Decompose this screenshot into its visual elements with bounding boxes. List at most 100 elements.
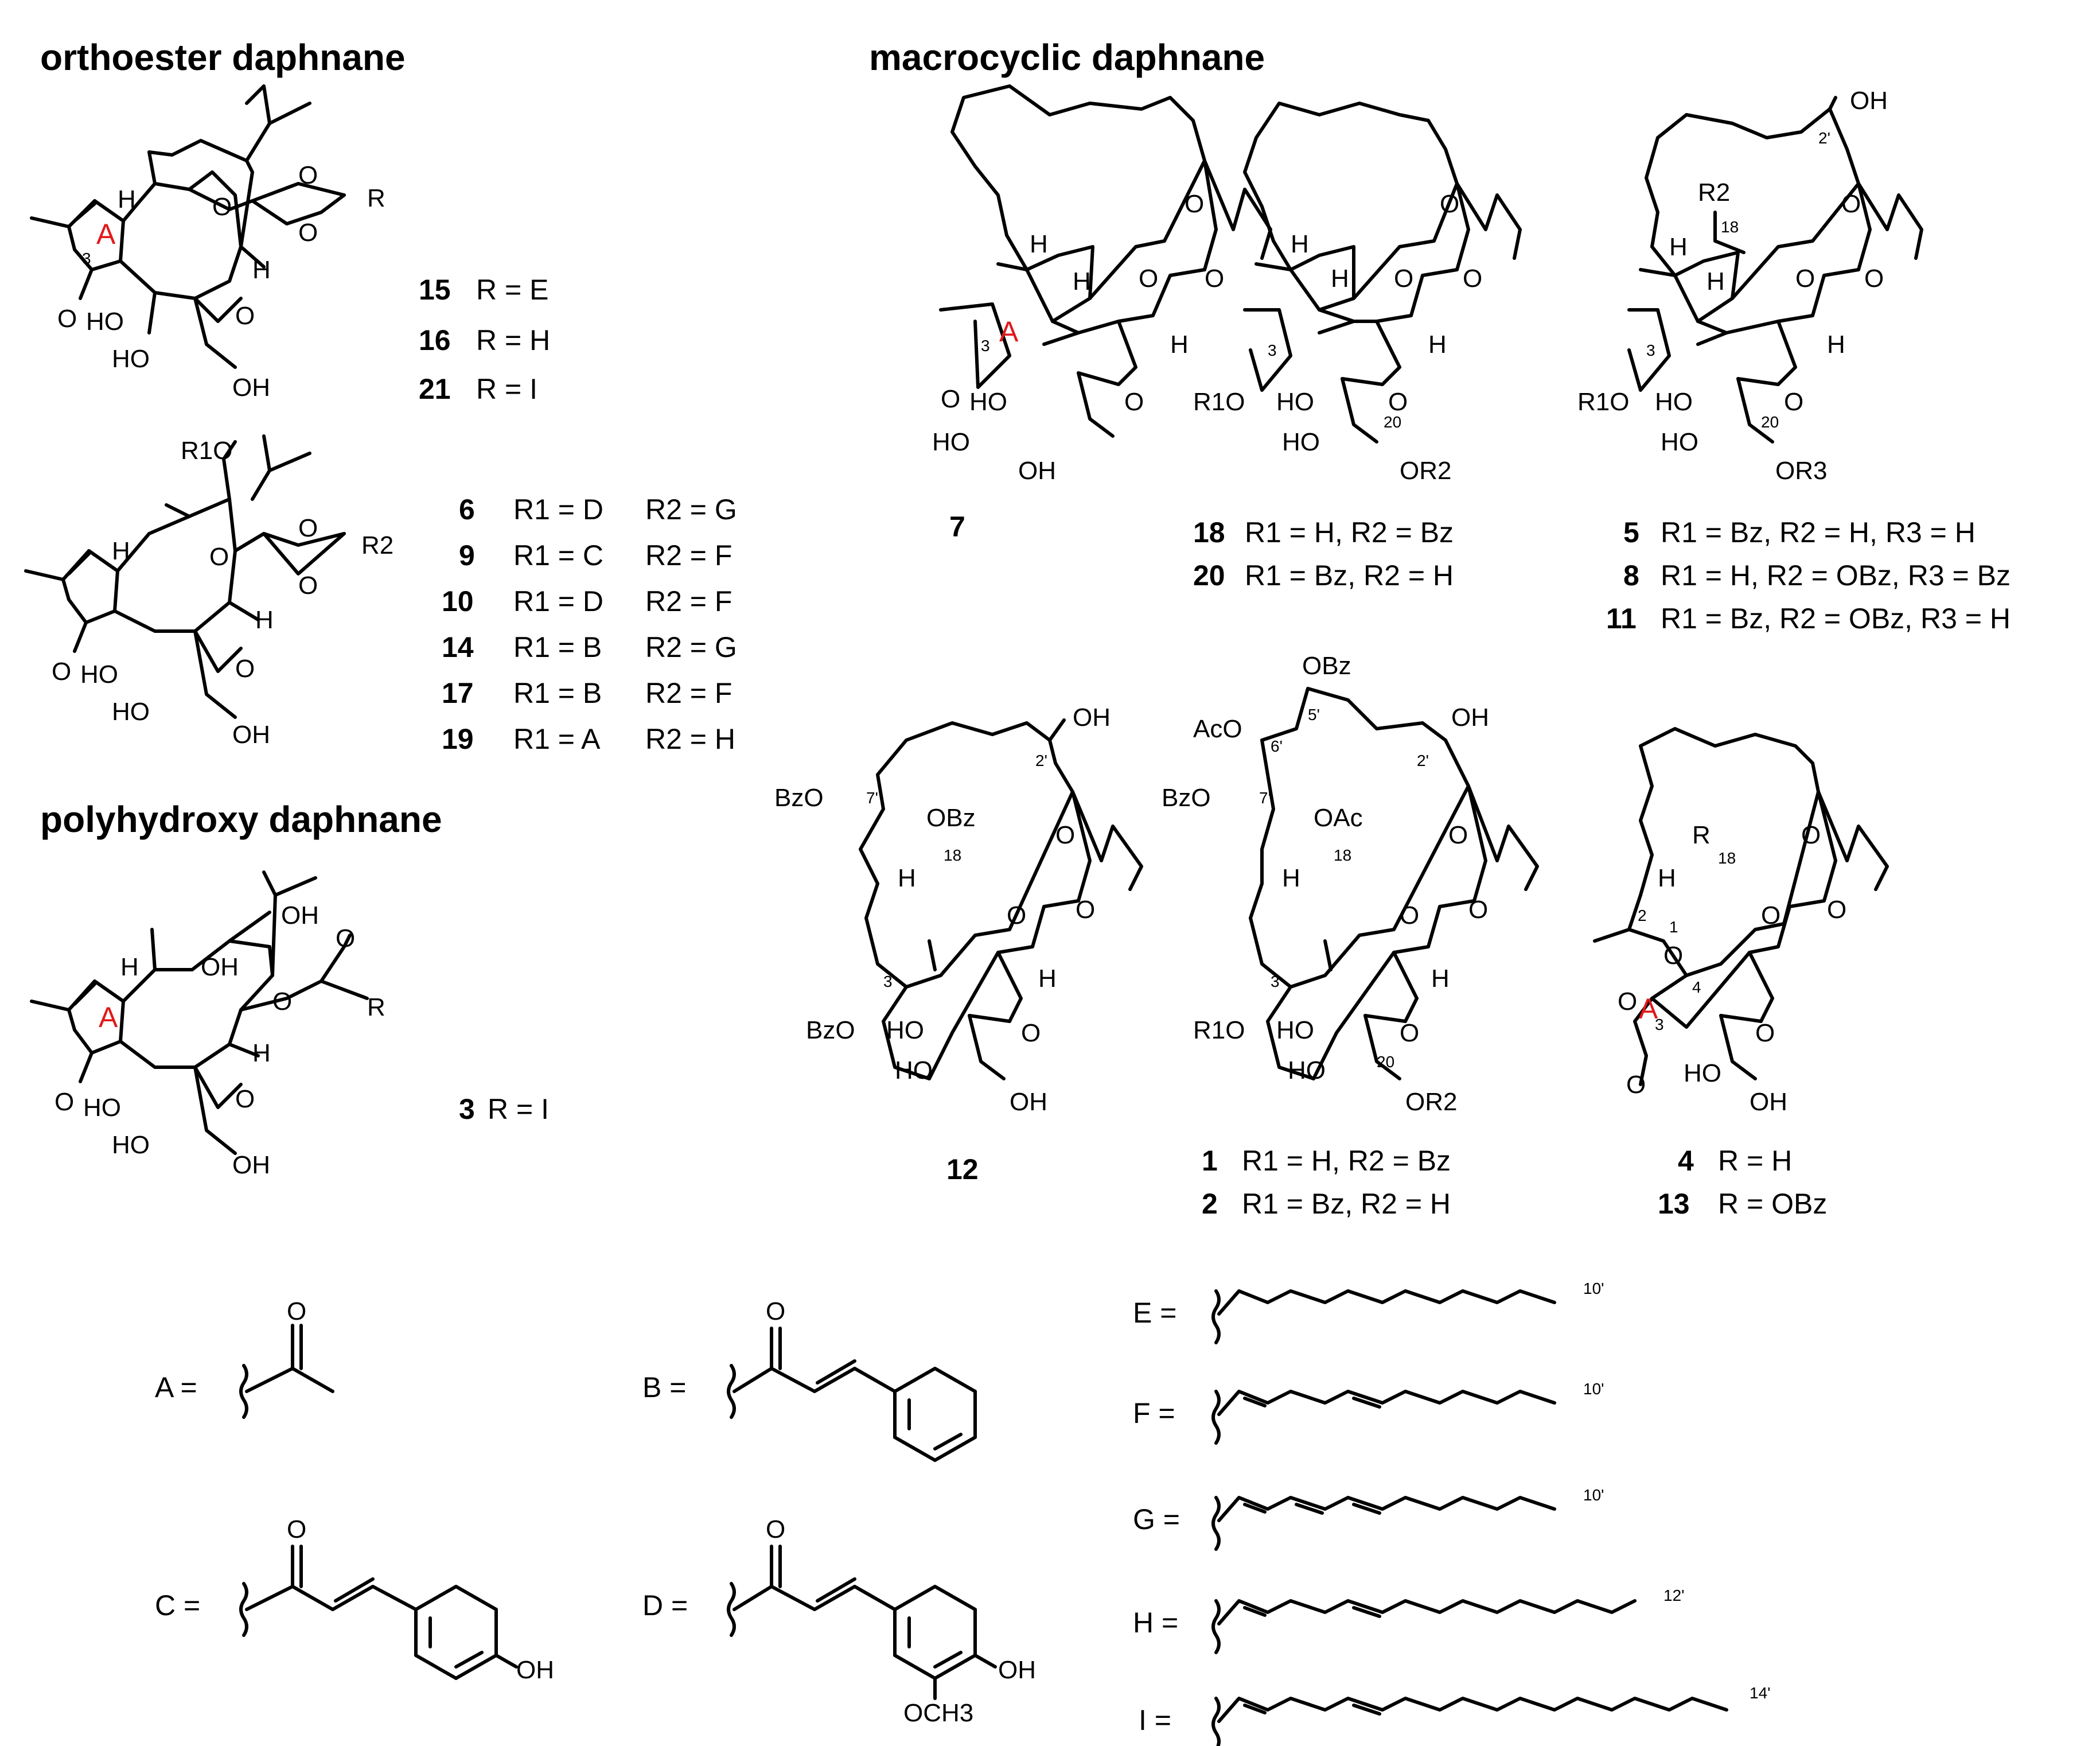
atom-r: R [367, 993, 385, 1021]
position-label-6p: 6' [1271, 737, 1283, 755]
atom-h: H [1291, 230, 1309, 258]
position-label-20: 20 [1377, 1053, 1394, 1071]
atom-o: O [1139, 265, 1158, 293]
atom-ho: HO [112, 345, 150, 373]
atom-o: O [235, 1085, 255, 1113]
chain-end-label: 10' [1583, 1380, 1604, 1398]
atom-aco: AcO [1193, 715, 1242, 743]
substituent-label-i: I = [1139, 1704, 1171, 1736]
atom-r1o: R1O [1577, 388, 1629, 416]
atom-o: O [336, 924, 355, 952]
atom-or2: OR2 [1405, 1088, 1457, 1116]
substituent-label-d: D = [642, 1589, 688, 1621]
atom-ho: HO [1661, 428, 1698, 456]
position-label-3: 3 [1271, 973, 1280, 990]
atom-obz: OBz [926, 804, 976, 832]
atom-or2: OR2 [1400, 457, 1451, 485]
ring-label-a: A [999, 316, 1019, 348]
atom-oh: OH [1010, 1088, 1047, 1116]
substituent-label-b: B = [642, 1371, 686, 1403]
atom-oh: OH [1018, 457, 1056, 485]
atom-or3: OR3 [1775, 457, 1827, 485]
substituent-g: G = 10' [1133, 1486, 1604, 1551]
structure-compound-5-8-11: OH 2' R2 18 H H O O O H 3 20 R1O HO HO O… [1577, 87, 1923, 485]
atom-oh: OH [201, 953, 239, 981]
atom-h: H [1827, 330, 1845, 359]
position-label-3: 3 [883, 973, 893, 990]
structure-compound-7: A 3 H H O O O H O HO HO O OH [932, 84, 1272, 485]
position-label-3: 3 [1268, 341, 1277, 359]
substituent-a: A = O [155, 1297, 334, 1419]
atom-oh: OH [998, 1656, 1036, 1684]
atom-o: O [1021, 1019, 1041, 1047]
substituent-label-f: F = [1133, 1397, 1175, 1429]
atom-oac: OAc [1314, 804, 1363, 832]
atom-o: O [1618, 987, 1637, 1016]
compound-number-7: 7 [949, 511, 965, 543]
atom-oh: OH [232, 1151, 270, 1179]
atom-ho: HO [969, 388, 1007, 416]
compound-number-12: 12 [946, 1153, 979, 1185]
position-label-3: 3 [1646, 341, 1655, 359]
heading-macrocyclic: macrocyclic daphnane [869, 37, 1265, 78]
atom-oh: OH [1073, 703, 1111, 732]
atom-o: O [1448, 821, 1468, 849]
position-label-7p: 7' [1259, 789, 1271, 807]
atom-o: O [941, 385, 960, 413]
substituent-e: E = 10' [1133, 1280, 1604, 1344]
atom-oh: OH [1750, 1088, 1787, 1116]
position-label-2p: 2' [1035, 752, 1047, 769]
atom-h: H [118, 185, 136, 213]
substituent-label-h: H = [1133, 1607, 1178, 1639]
substituent-h: H = 12' [1133, 1586, 1685, 1654]
atom-o: O [1400, 901, 1419, 930]
atom-oh: OH [232, 721, 270, 749]
atom-h: H [1658, 864, 1676, 892]
position-label-18: 18 [1718, 849, 1736, 867]
atom-h: H [252, 1039, 271, 1067]
atom-r2: R2 [1698, 178, 1730, 207]
position-label-3: 3 [1655, 1016, 1664, 1033]
atom-h: H [1282, 864, 1300, 892]
atom-ho: HO [80, 660, 118, 689]
position-label-5p: 5' [1308, 706, 1320, 724]
position-label-20: 20 [1761, 413, 1779, 431]
atom-o: O [1755, 1019, 1775, 1047]
atom-och3: OCH3 [903, 1699, 973, 1727]
atom-o: O [1784, 388, 1803, 416]
ring-label-a: A [99, 1001, 118, 1033]
position-label-18: 18 [1334, 846, 1351, 864]
structure-compound-4-13: R 18 H 2 1 O 4 O O O O A 3 O HO O OH [1593, 727, 1889, 1116]
atom-o: O [298, 571, 318, 600]
atom-h: H [1073, 267, 1091, 295]
atom-o: O [52, 658, 71, 686]
position-label-18: 18 [944, 846, 961, 864]
atom-o: O [1185, 190, 1204, 218]
atom-o: O [54, 1088, 74, 1116]
substituent-label-e: E = [1133, 1297, 1176, 1329]
atom-o: O [1055, 821, 1075, 849]
substituent-f: F = 10' [1133, 1380, 1604, 1445]
atom-o: O [287, 1515, 306, 1543]
atom-o: O [1440, 190, 1459, 218]
chain-end-label: 12' [1663, 1586, 1685, 1604]
atom-h: H [1431, 965, 1450, 993]
position-label-1: 1 [1669, 918, 1678, 936]
atom-o: O [1463, 265, 1482, 293]
atom-ho: HO [112, 698, 150, 726]
substituent-b: B = O [642, 1297, 977, 1462]
atom-o: O [1205, 265, 1224, 293]
atom-o: O [1626, 1071, 1646, 1099]
atom-o: O [235, 655, 255, 683]
position-label-3: 3 [981, 337, 990, 355]
atom-r: R [1692, 821, 1711, 849]
